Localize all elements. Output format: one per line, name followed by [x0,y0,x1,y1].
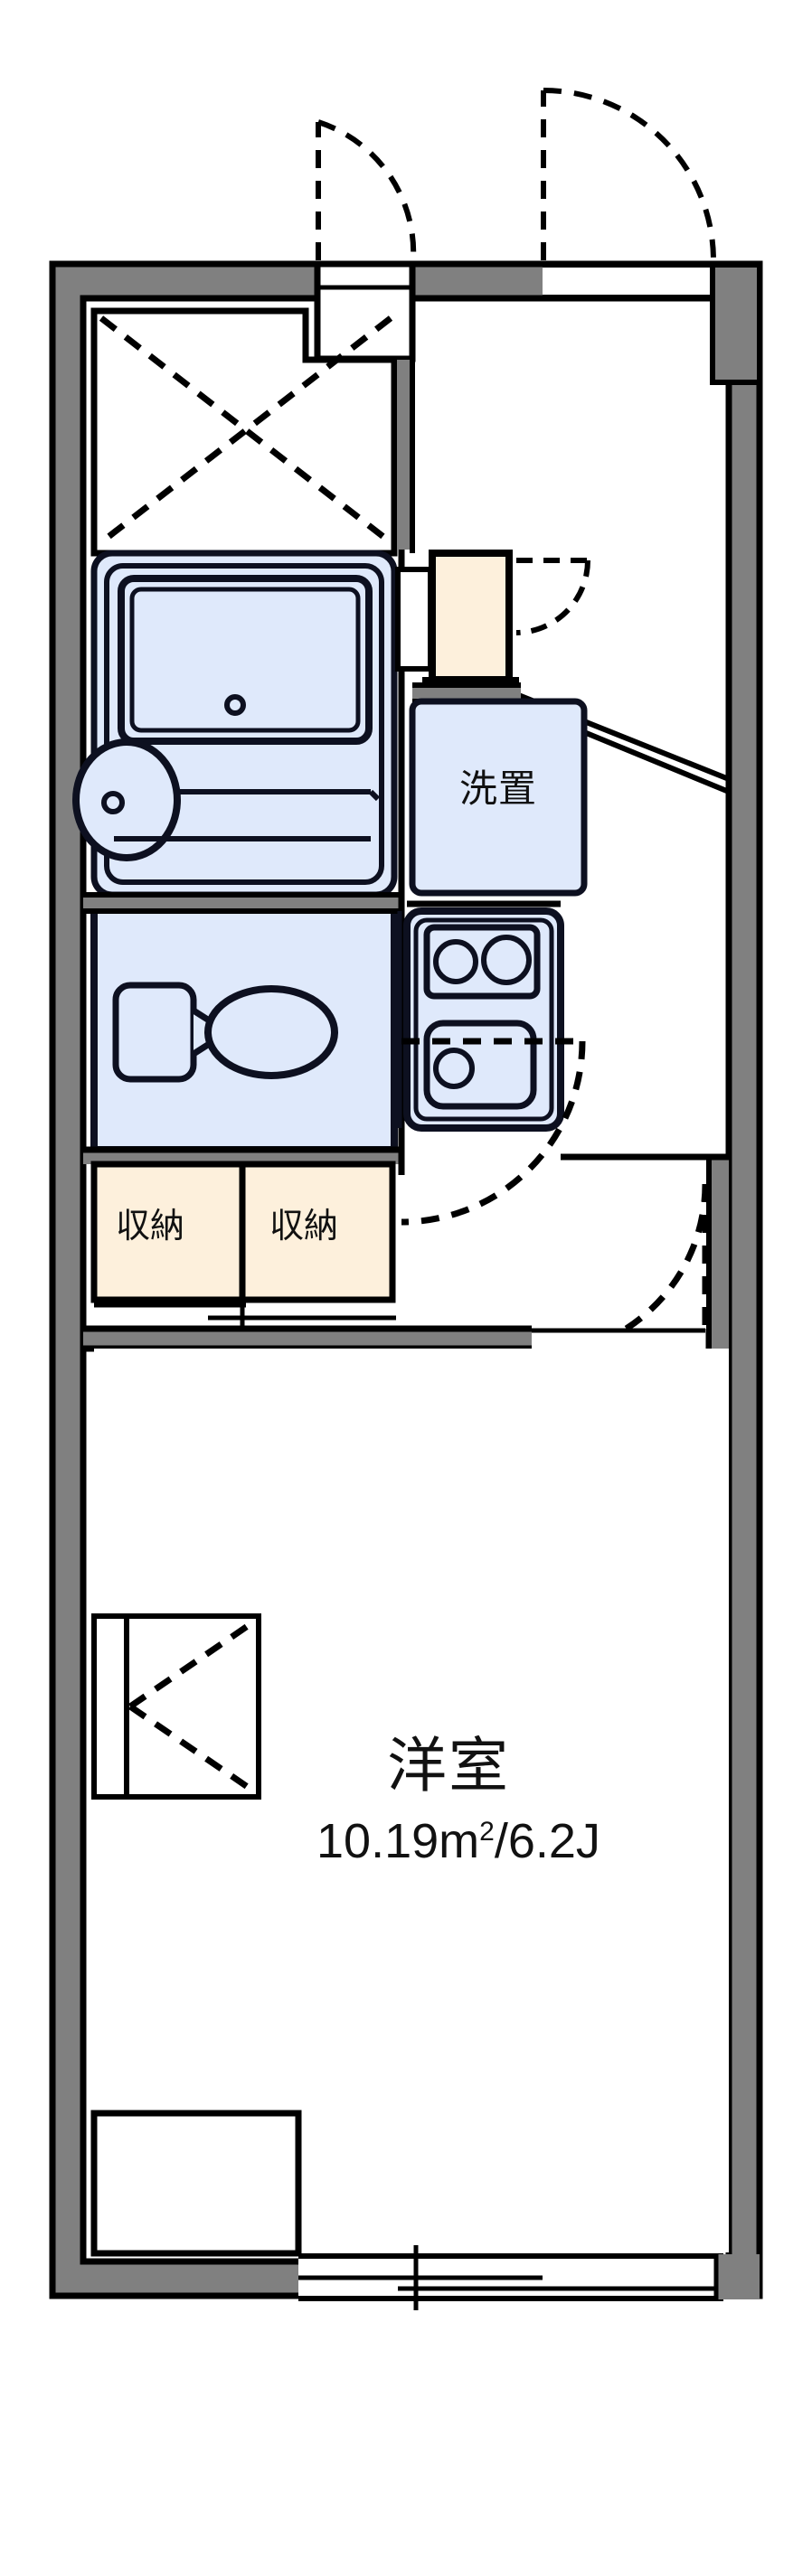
main-room-area-value: 10.19 [316,1814,439,1868]
balcony-sliding-window [298,2245,760,2310]
main-room-area-separator: / [494,1814,508,1868]
storage-left-label: 収納 [116,1208,185,1246]
lower-left-alcove [90,2110,302,2257]
washbasin-bowl [72,738,181,861]
bath-window-box [314,260,416,362]
main-room [90,1349,729,2257]
laundry-label: 洗置 [459,767,538,810]
kitchen-corridor-door-arc [401,1040,586,1226]
storage-right-box [239,1161,396,1303]
laundry-space [409,698,588,897]
unit-bath-fixtures [72,550,398,898]
stove-burner-left-icon [433,939,478,984]
bath-toilet-divider-wall [83,892,401,914]
kitchen-counter [397,900,564,1132]
entrance-door-swing-arc [543,88,716,261]
stove-burner-right-icon [481,935,532,985]
entrance-inner-door-swing [515,558,590,635]
toilet-room [90,906,398,1153]
storage-right-label: 収納 [269,1208,339,1246]
main-room-tatami: 6.2J [507,1814,600,1868]
kitchen-sink-drain-icon [433,1048,475,1089]
washbasin-drain-icon [101,791,125,814]
bathtub-inner [129,587,361,733]
main-room-area-unit-exponent: 2 [479,1817,495,1847]
toilet-tank [112,982,197,1083]
bath-window-swing-arc [317,119,417,261]
closet-sliding-indicator [128,1617,259,1796]
main-room-area-label: 10.19m2/6.2J [316,1817,600,1866]
washing-machine-space [409,698,588,897]
left-wall-closet [91,1613,261,1800]
entrance-area [392,360,731,1175]
entrance-shoe-box [429,550,513,683]
entrance-step-box [395,567,433,672]
main-room-floor [94,1349,729,2252]
main-room-area-unit: m [439,1814,480,1868]
entrance-door-opening [543,262,762,385]
bathtub-drain-icon [224,694,246,716]
toilet-bowl [204,985,338,1079]
main-room-label: 洋室 [387,1732,510,1799]
storage-units [83,1146,401,1327]
storage-sliding-door-lines [94,1298,396,1327]
door-swing-arcs-top [316,88,716,261]
